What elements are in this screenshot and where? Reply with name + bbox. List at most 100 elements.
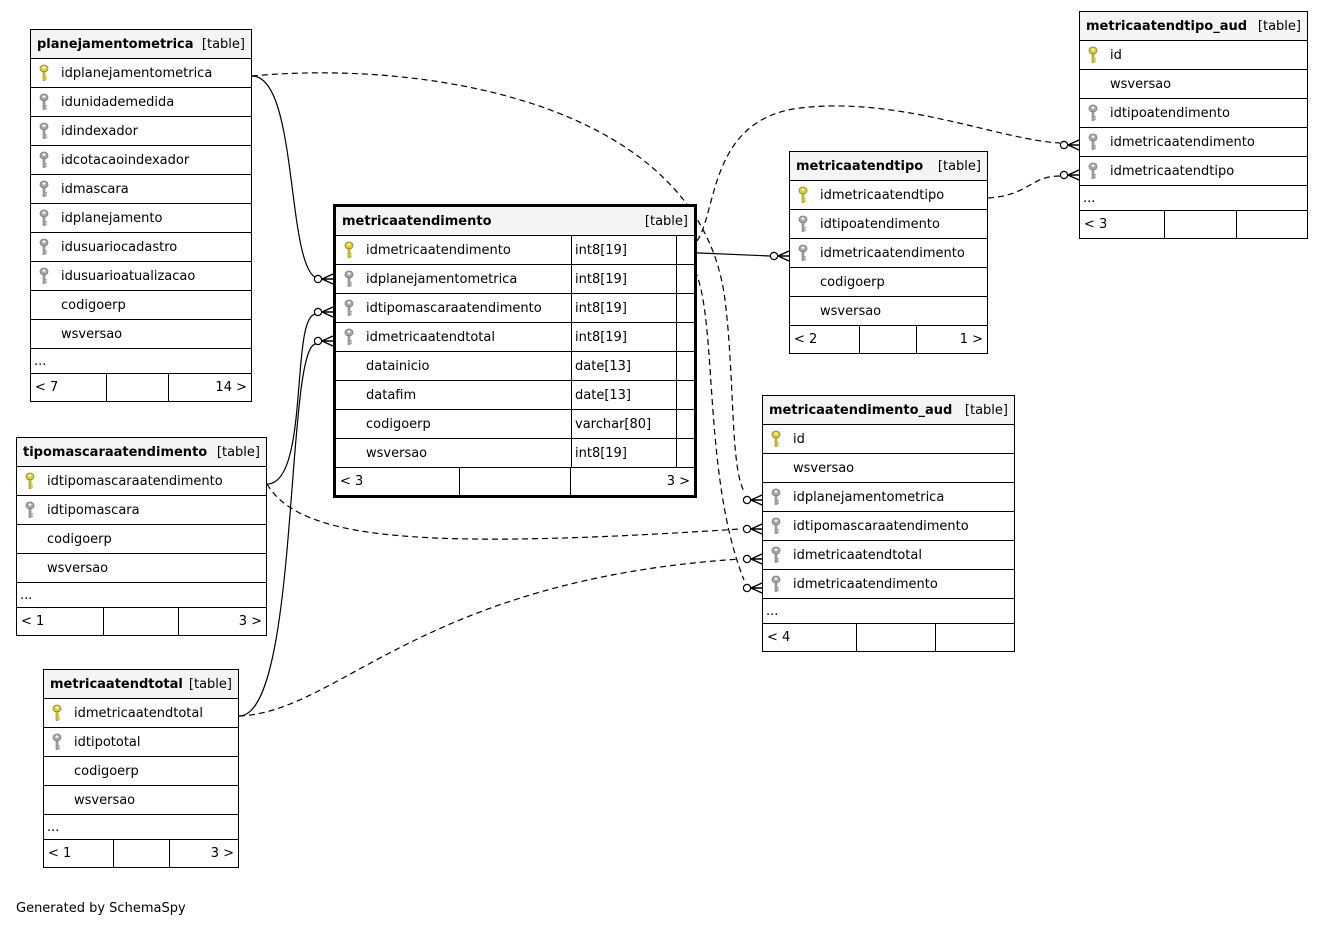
footer-middle xyxy=(860,326,917,353)
table-footer: < 7 14 > xyxy=(31,374,251,401)
column-name: idplanejamentometrica xyxy=(793,489,945,505)
column-row[interactable]: idmetricaatendtotal xyxy=(763,541,1014,570)
column-name: datainicio xyxy=(366,358,430,374)
table-name: metricaatendimento_aud xyxy=(769,402,953,418)
parents-count[interactable]: < 1 xyxy=(44,840,114,867)
column-row[interactable]: codigoerp xyxy=(31,291,251,320)
column-row[interactable]: idusuariocadastro xyxy=(31,233,251,262)
column-name: idmetricaatendimento xyxy=(820,245,965,261)
table-tipomascaraatendimento[interactable]: tipomascaraatendimento [table] idtipomas… xyxy=(16,437,267,636)
table-type: [table] xyxy=(1257,18,1301,34)
foreign-key-icon xyxy=(771,546,781,563)
primary-key-icon xyxy=(798,186,808,203)
column-row[interactable]: codigoerp xyxy=(44,757,238,786)
column-name-cell: idmetricaatendtipo xyxy=(1080,157,1307,185)
table-type: [table] xyxy=(937,158,981,174)
column-row[interactable]: wsversao xyxy=(17,554,266,583)
column-name: idplanejamentometrica xyxy=(61,65,213,81)
parents-count[interactable]: < 7 xyxy=(31,374,107,401)
column-name: wsversao xyxy=(47,560,109,576)
column-name-cell: wsversao xyxy=(763,454,1014,482)
children-count[interactable]: 3 > xyxy=(666,474,690,489)
children-count[interactable]: 14 > xyxy=(215,380,247,395)
column-name-cell: wsversao xyxy=(790,297,987,325)
column-row[interactable]: idindexador xyxy=(31,117,251,146)
column-row[interactable]: id xyxy=(763,425,1014,454)
column-row[interactable]: codigoerp xyxy=(790,268,987,297)
column-row[interactable]: id xyxy=(1080,41,1307,70)
column-row[interactable]: idtipomascaraatendimento xyxy=(763,512,1014,541)
parents-count[interactable]: < 1 xyxy=(17,608,104,635)
column-row[interactable]: idtipoatendimento xyxy=(1080,99,1307,128)
column-row[interactable]: idmetricaatendtipo xyxy=(1080,157,1307,186)
column-name-cell: wsversao xyxy=(17,554,266,582)
column-row[interactable]: idusuarioatualizacao xyxy=(31,262,251,291)
column-row[interactable]: idmetricaatendtipo xyxy=(790,181,987,210)
table-metricaatendtipo[interactable]: metricaatendtipo [table] idmetricaatendt… xyxy=(789,151,988,354)
column-row[interactable]: wsversao xyxy=(790,297,987,326)
column-row[interactable]: idcotacaoindexador xyxy=(31,146,251,175)
table-type: [table] xyxy=(644,213,688,229)
column-row[interactable]: idunidademedida xyxy=(31,88,251,117)
column-row[interactable]: idplanejamento xyxy=(31,204,251,233)
primary-key-icon xyxy=(344,241,354,258)
column-row[interactable]: idmetricaatendtotal xyxy=(44,699,238,728)
column-row[interactable]: idtipoatendimento xyxy=(790,210,987,239)
column-row[interactable]: wsversao xyxy=(1080,70,1307,99)
parents-count[interactable]: < 2 xyxy=(790,326,860,353)
foreign-key-icon xyxy=(771,488,781,505)
foreign-key-icon xyxy=(25,501,35,518)
foreign-key-icon xyxy=(1088,104,1098,121)
foreign-key-icon xyxy=(798,215,808,232)
column-row[interactable]: wsversao xyxy=(763,454,1014,483)
column-row[interactable]: codigoerp xyxy=(17,525,266,554)
table-type: [table] xyxy=(216,444,260,460)
column-row[interactable]: idtipomascara xyxy=(17,496,266,525)
column-name-cell: idmascara xyxy=(31,175,251,203)
column-name: wsversao xyxy=(820,303,882,319)
parents-count[interactable]: < 3 xyxy=(336,468,460,495)
column-row[interactable]: idtipototal xyxy=(44,728,238,757)
column-name-cell: idunidademedida xyxy=(31,88,251,116)
table-planejamentometrica[interactable]: planejamentometrica [table] idplanejamen… xyxy=(30,29,252,402)
table-metricaatendimento[interactable]: metricaatendimento [table] idmetricaaten… xyxy=(333,204,697,498)
column-row[interactable]: idmetricaatendimento xyxy=(790,239,987,268)
column-name: codigoerp xyxy=(366,416,431,432)
column-name-cell: wsversao xyxy=(336,439,571,467)
column-name: codigoerp xyxy=(74,763,139,779)
column-row[interactable]: idplanejamentometrica xyxy=(763,483,1014,512)
children-count[interactable] xyxy=(1237,211,1307,238)
footer-middle xyxy=(1165,211,1237,238)
column-row[interactable]: wsversao xyxy=(44,786,238,815)
table-metricaatendtotal[interactable]: metricaatendtotal [table] idmetricaatend… xyxy=(43,669,239,868)
column-row[interactable]: idmascara xyxy=(31,175,251,204)
children-count[interactable]: 3 > xyxy=(210,846,234,861)
children-count[interactable]: 3 > xyxy=(238,614,262,629)
column-name-cell: idmetricaatendtotal xyxy=(336,323,571,351)
table-footer: < 1 3 > xyxy=(44,840,238,867)
column-gutter xyxy=(676,439,694,467)
column-name-cell: idtipomascaraatendimento xyxy=(336,294,571,322)
edge-planejamento-to-aud xyxy=(251,72,746,494)
column-row[interactable]: idmetricaatendimento xyxy=(763,570,1014,599)
edge-tipomascara-to-metrica xyxy=(266,313,317,485)
column-row[interactable]: wsversao xyxy=(31,320,251,349)
column-row[interactable]: idplanejamentometrica xyxy=(31,59,251,88)
children-count[interactable]: 1 > xyxy=(959,332,983,347)
parents-count[interactable]: < 3 xyxy=(1080,211,1165,238)
parents-count[interactable]: < 4 xyxy=(763,624,857,651)
children-count[interactable] xyxy=(936,624,1014,651)
table-header: planejamentometrica [table] xyxy=(31,30,251,59)
column-row[interactable]: idmetricaatendimento xyxy=(1080,128,1307,157)
column-row[interactable]: idtipomascaraatendimento xyxy=(17,467,266,496)
